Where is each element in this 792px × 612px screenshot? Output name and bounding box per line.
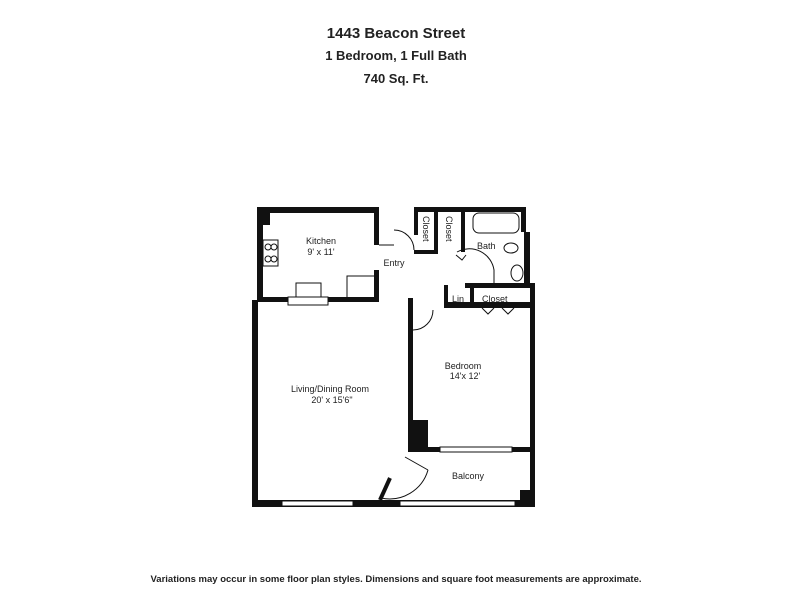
closet-label: Closet [482, 294, 508, 304]
living-label: Living/Dining Room [291, 384, 369, 394]
bathtub-icon [472, 212, 520, 234]
linen-label: Lin [452, 294, 464, 304]
sink-icon [295, 282, 322, 298]
balcony-label: Balcony [452, 471, 485, 481]
bedroom-label: Bedroom [445, 361, 482, 371]
windows [281, 296, 516, 507]
entry-door [379, 229, 415, 251]
disclaimer: Variations may occur in some floor plan … [150, 574, 642, 585]
property-title: 1443 Beacon Street [326, 25, 466, 42]
bedroom-door [412, 309, 434, 331]
unit-area: 740 Sq. Ft. [363, 71, 429, 86]
walls [252, 207, 535, 507]
stove-icon [262, 239, 279, 267]
closet-label: Closet [444, 216, 454, 242]
unit-type: 1 Bedroom, 1 Full Bath [325, 48, 467, 63]
entry-label: Entry [383, 258, 405, 268]
bathroom-sink-icon [510, 264, 524, 282]
closet-label: Closet [421, 216, 431, 242]
living-dims: 20' x 15'6" [311, 395, 352, 405]
kitchen-dims: 9' x 11' [307, 247, 335, 257]
kitchen-label: Kitchen [306, 236, 336, 246]
toilet-icon [503, 242, 519, 254]
fixtures [262, 212, 524, 501]
bath-label: Bath [477, 241, 496, 251]
balcony-door [380, 456, 429, 500]
bedroom-dims: 14'x 12' [450, 371, 481, 381]
